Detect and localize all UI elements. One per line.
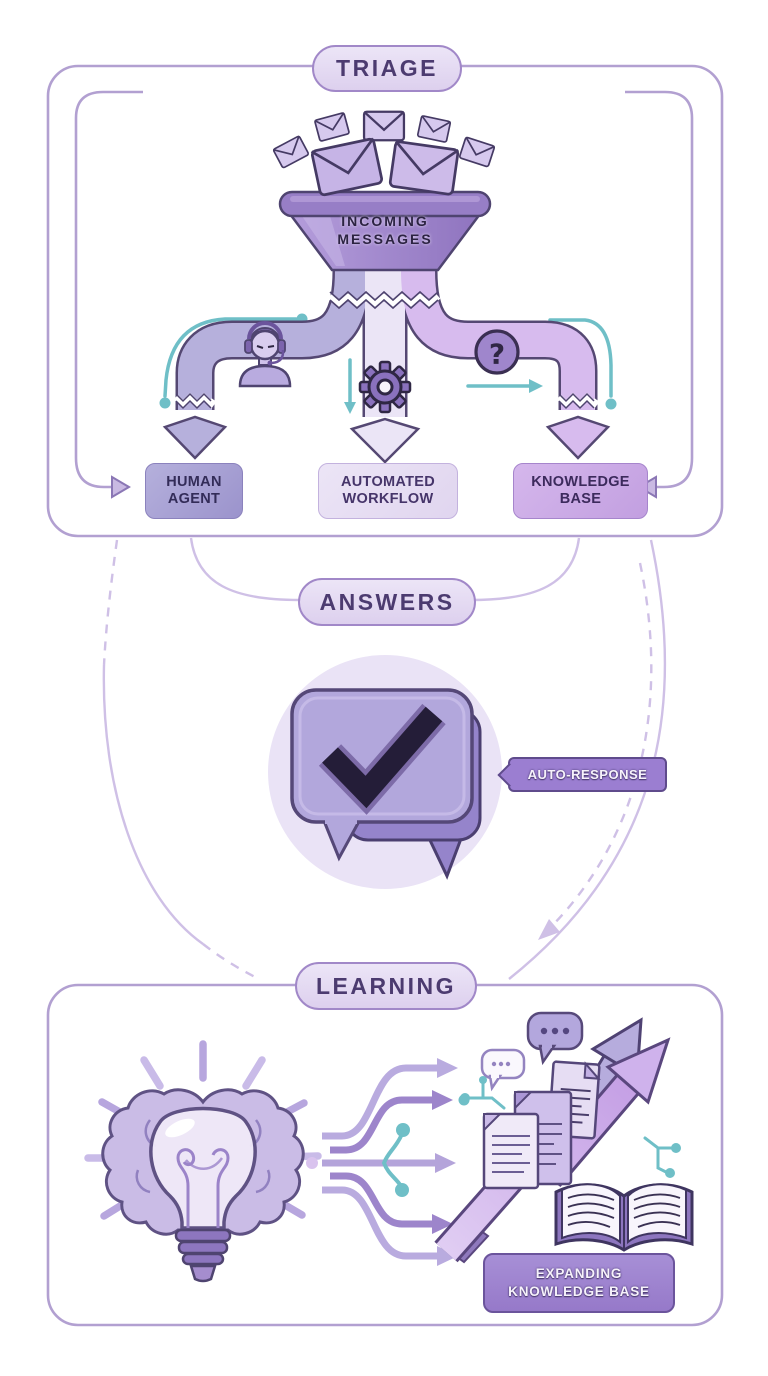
circuit-accent-left	[460, 1076, 506, 1110]
growth-illustration	[434, 1011, 694, 1264]
funnel-label: INCOMING MESSAGES	[337, 213, 433, 248]
document-icons	[482, 1060, 601, 1190]
envelope-icons	[272, 110, 496, 197]
section-pill-answers: ANSWERS	[298, 578, 476, 626]
bulb-base	[174, 1228, 232, 1283]
human-agent-label: HUMAN AGENT	[166, 473, 222, 507]
branch-arrows	[306, 1058, 470, 1266]
open-book-icon	[554, 1183, 694, 1252]
destination-human-agent: HUMAN AGENT	[145, 463, 243, 519]
triage-label: TRIAGE	[336, 55, 438, 81]
destination-knowledge-base: KNOWLEDGE BASE	[513, 463, 648, 519]
typing-bubble-outline-icon	[480, 1048, 526, 1092]
typing-bubble-filled-icon	[526, 1011, 584, 1066]
question-glyph: ?	[489, 338, 505, 371]
teal-accent-mid	[344, 358, 543, 414]
checkmark-icon	[318, 703, 446, 815]
funnel-icon	[278, 190, 492, 272]
auto-response-tag: AUTO-RESPONSE	[508, 757, 667, 792]
learning-label: LEARNING	[315, 972, 457, 999]
answers-label: ANSWERS	[319, 588, 455, 615]
section-pill-learning: LEARNING	[295, 962, 477, 1010]
expanding-knowledge-base-label: EXPANDING KNOWLEDGE BASE	[508, 1265, 650, 1299]
answers-illustration	[268, 655, 502, 889]
arc-arrowhead	[538, 919, 560, 940]
section-pill-triage: TRIAGE	[312, 45, 462, 92]
automated-workflow-label: AUTOMATED WORKFLOW	[341, 473, 435, 507]
circuit-accent-right	[643, 1136, 681, 1178]
expanding-knowledge-base-tag: EXPANDING KNOWLEDGE BASE	[483, 1253, 675, 1313]
auto-response-label: AUTO-RESPONSE	[527, 767, 648, 782]
gear-icon	[358, 360, 412, 414]
question-icon: ?	[474, 329, 520, 375]
knowledge-base-label: KNOWLEDGE BASE	[531, 473, 630, 507]
teal-accent-right	[548, 318, 617, 410]
bulb-brain-icon	[84, 1040, 322, 1283]
bulb-filament	[176, 1148, 230, 1228]
destination-automated-workflow: AUTOMATED WORKFLOW	[318, 463, 458, 519]
agent-headset-icon	[238, 321, 292, 388]
